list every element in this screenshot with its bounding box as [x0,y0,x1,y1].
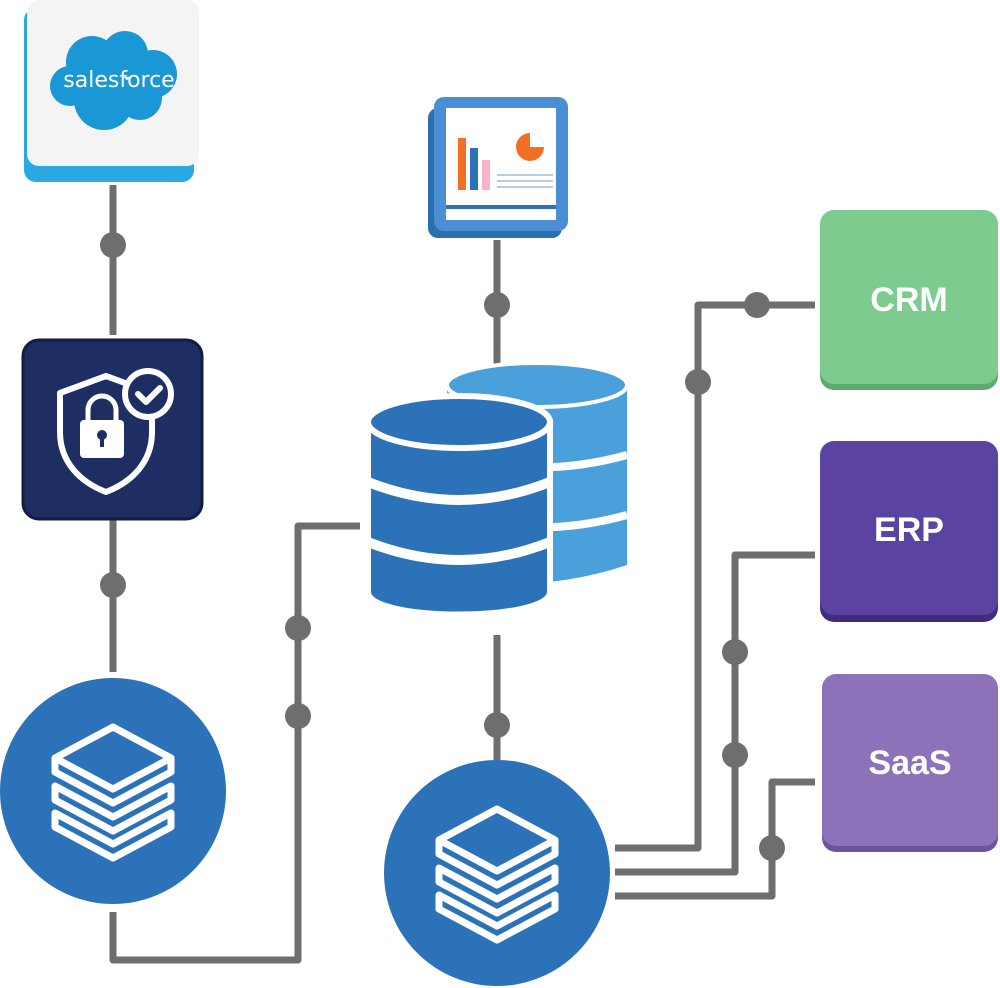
connector-layers-right-crm [615,301,815,852]
saas-node[interactable]: SaaS [822,674,998,852]
saas-label: SaaS [868,744,951,782]
erp-label: ERP [874,511,944,549]
connector-dot [744,292,770,318]
salesforce-node[interactable]: salesforce [24,0,199,182]
salesforce-logo-text: salesforce [63,68,174,93]
database-icon [365,393,553,618]
crm-tile [820,210,998,384]
connector-dot [100,232,126,258]
connector-dot [722,639,748,665]
layers-node-right[interactable] [384,760,610,986]
connector-dot [484,712,510,738]
connector-dot [685,369,711,395]
erp-tile [820,441,998,615]
connector-layers-left-database [109,522,360,964]
security-node[interactable] [21,338,204,521]
connector-dots [100,232,785,861]
crm-node[interactable]: CRM [820,210,998,390]
saas-tile [822,674,998,846]
layers-node-left[interactable] [0,678,226,904]
connector-dot [285,703,311,729]
database-node[interactable] [365,361,629,618]
salesforce-cloud-icon [50,31,177,130]
connector-dot [759,835,785,861]
connector-layers-right-erp [615,551,815,876]
report-node[interactable] [428,97,568,238]
connector-layers-right-saas [615,778,815,900]
crm-label: CRM [870,281,947,319]
connector-dot [484,292,510,318]
connector-dot [100,572,126,598]
erp-node[interactable]: ERP [820,441,998,622]
connector-dot [285,615,311,641]
layers-stack-icon [435,805,559,944]
report-dashboard-icon [446,108,556,220]
connector-dot [722,742,748,768]
shield-lock-check-icon [57,368,174,495]
layers-stack-icon [51,723,175,862]
